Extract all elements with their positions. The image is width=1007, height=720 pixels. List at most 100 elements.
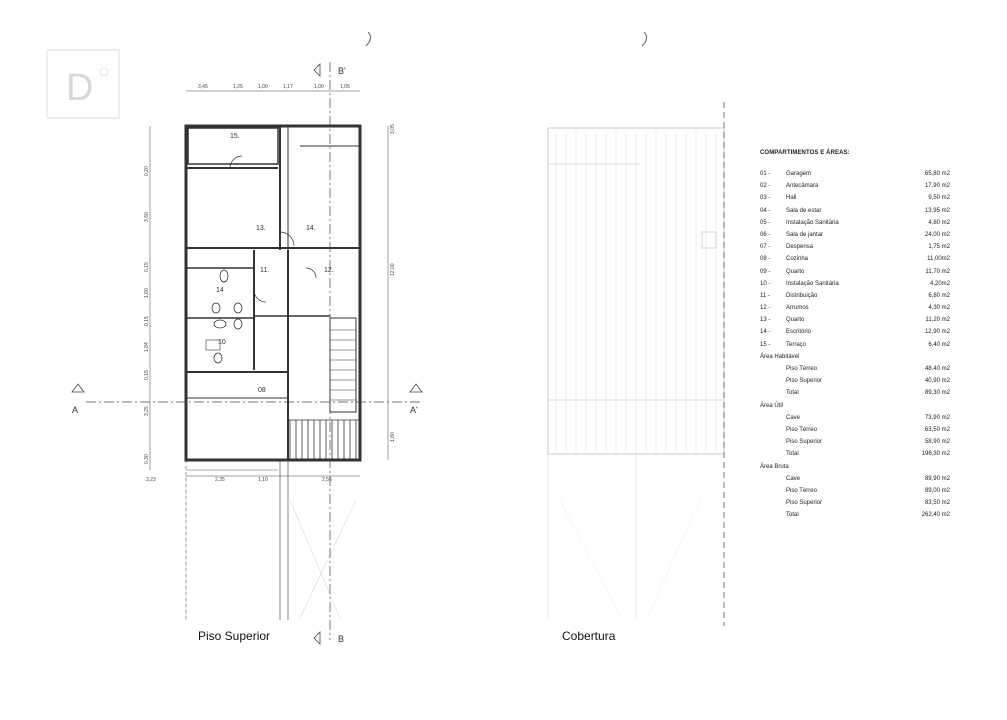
upper-floor-title: Piso Superior bbox=[198, 629, 270, 643]
svg-text:3,23: 3,23 bbox=[146, 477, 156, 483]
legend-group-row-area: 196,30 m2 bbox=[921, 451, 950, 458]
legend-room-number: 12 - bbox=[760, 305, 771, 312]
svg-text:1,05: 1,05 bbox=[340, 84, 350, 90]
room-label: 14 bbox=[216, 287, 224, 294]
legend-room-number: 03 - bbox=[760, 195, 771, 202]
svg-text:1,25: 1,25 bbox=[233, 84, 243, 90]
legend-group-row-name: Piso Superior bbox=[786, 500, 823, 507]
legend-room-name: Arrumos bbox=[786, 305, 809, 312]
legend-room-row: 12 - Arrumos 4,30 m2 bbox=[760, 302, 950, 314]
svg-text:0,30: 0,30 bbox=[144, 454, 150, 464]
legend-group-row: Total 196,30 m2 bbox=[760, 448, 950, 460]
legend-group-row-name: Piso Térreo bbox=[786, 366, 817, 372]
svg-text:2,35: 2,35 bbox=[215, 477, 225, 483]
svg-text:0,15: 0,15 bbox=[144, 262, 150, 272]
legend-room-name: Sala de estar bbox=[786, 207, 822, 214]
right-dimension-labels: 3,05 12,00 1,80 bbox=[390, 124, 396, 442]
room-label: 14. bbox=[306, 225, 316, 232]
roof-title: Cobertura bbox=[562, 629, 616, 643]
dimension-lines bbox=[149, 90, 389, 477]
legend-group-row-area: 83,50 m2 bbox=[924, 500, 950, 507]
svg-text:1,17: 1,17 bbox=[283, 84, 293, 90]
svg-text:2,56: 2,56 bbox=[322, 477, 332, 483]
legend-room-name: Distribuição bbox=[786, 292, 818, 299]
logo-letter: D bbox=[66, 67, 93, 109]
binder-mark-right bbox=[641, 31, 648, 47]
section-a-right: A' bbox=[410, 405, 418, 415]
legend-room-name: Cozinha bbox=[786, 256, 809, 263]
legend-group-title: Área Útil bbox=[760, 402, 784, 409]
legend-room-area: 11,70 m2 bbox=[925, 268, 950, 275]
legend-room-row: 08 - Cozinha 11,00m2 bbox=[760, 253, 950, 265]
section-lines bbox=[86, 62, 420, 640]
section-a-left: A bbox=[72, 405, 78, 415]
legend-room-area: 6,80 m2 bbox=[928, 292, 950, 299]
legend-group-row-area: 89,00 m2 bbox=[924, 487, 950, 494]
legend-heading: COMPARTIMENTOS E ÁREAS: bbox=[760, 150, 850, 156]
legend-room-number: 09 - bbox=[760, 268, 771, 275]
svg-text:0,15: 0,15 bbox=[144, 316, 150, 326]
legend-room-name: Despensa bbox=[786, 244, 814, 251]
legend-room-number: 10 - bbox=[760, 280, 771, 287]
legend-room-area: 9,50 m2 bbox=[928, 195, 950, 202]
room-label: 13. bbox=[256, 225, 266, 232]
svg-text:12,00: 12,00 bbox=[390, 263, 396, 276]
legend-room-number: 07 - bbox=[760, 244, 771, 251]
legend-room-area: 65,80 m2 bbox=[924, 171, 950, 177]
legend-group-row: Piso Superior 83,50 m2 bbox=[760, 497, 950, 509]
legend-room-area: 11,00m2 bbox=[927, 256, 950, 263]
room-label: 11. bbox=[260, 267, 269, 274]
legend-group-title: Área Bruta bbox=[760, 463, 789, 470]
legend-room-number: 06 - bbox=[760, 231, 771, 238]
legend-room-name: Sala de jantar bbox=[786, 231, 824, 238]
svg-text:0,15: 0,15 bbox=[144, 370, 150, 380]
legend-room-number: 04 - bbox=[760, 207, 771, 214]
svg-text:1,00: 1,00 bbox=[258, 84, 268, 90]
section-b-top: B' bbox=[338, 66, 346, 76]
legend-room-area: 24,00 m2 bbox=[924, 231, 950, 238]
legend-group-row-name: Total bbox=[786, 451, 799, 458]
bottom-dimension-labels: 3,23 2,35 1,10 2,56 bbox=[146, 477, 332, 483]
left-dimension-labels: 0,20 3,60 0,15 1,80 0,15 1,84 0,15 3,25 … bbox=[144, 166, 150, 464]
legend-group-row-area: 48,40 m2 bbox=[924, 366, 950, 372]
room-label: 12. bbox=[324, 267, 334, 274]
legend-room-number: 08 - bbox=[760, 256, 771, 263]
room-labels: 15. 13. 14. 11. 12. 14 10 08 bbox=[216, 133, 334, 394]
legend-room-name: Antecâmara bbox=[786, 183, 819, 190]
logo-mark: D bbox=[46, 49, 120, 119]
legend-room-name: Quarto bbox=[786, 268, 805, 275]
legend-group-title: Área Habitável bbox=[760, 353, 800, 360]
legend-room-row: 09 - Quarto 11,70 m2 bbox=[760, 266, 950, 278]
svg-text:1,84: 1,84 bbox=[144, 342, 150, 352]
legend-group-row-area: 58,90 m2 bbox=[924, 439, 950, 446]
section-b-bottom: B bbox=[338, 634, 344, 644]
legend-group-row-name: Piso Térreo bbox=[786, 426, 817, 433]
room-label: 08 bbox=[258, 387, 266, 394]
svg-text:1,80: 1,80 bbox=[144, 288, 150, 298]
legend-group-row: Piso Térreo 48,40 m2 bbox=[760, 363, 950, 375]
legend-room-number: 02 - bbox=[760, 183, 771, 190]
legend-room-name: Terraço bbox=[786, 341, 807, 348]
legend-room-area: 4,30 m2 bbox=[928, 305, 950, 312]
binder-mark-left bbox=[365, 31, 372, 47]
upper-floor-plan bbox=[184, 124, 362, 620]
